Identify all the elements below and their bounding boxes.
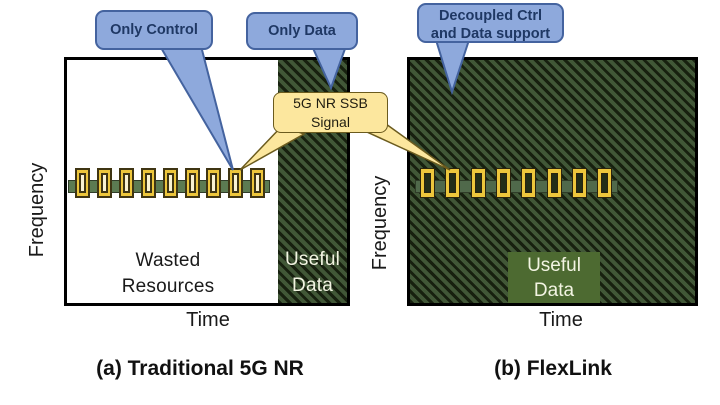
ssb-block (141, 168, 156, 198)
ssb-block (206, 168, 221, 198)
ssb-block (445, 168, 460, 198)
ssb-block (119, 168, 134, 198)
ssb-block-inner (145, 173, 152, 193)
ssb-block-inner (210, 173, 217, 193)
x-axis-label-right: Time (539, 309, 583, 331)
wasted-line1: Wasted (135, 250, 201, 271)
ssb-block (496, 168, 511, 198)
ssb-block (521, 168, 536, 198)
ssb-block-inner (167, 173, 174, 193)
ssb-block (97, 168, 112, 198)
useful-data-line2: Data (533, 280, 575, 301)
ssb-block-inner (601, 173, 608, 193)
ssb-block-inner (551, 173, 558, 193)
callout-decoupled: Decoupled Ctrl and Data support (417, 3, 564, 43)
ssb-block-inner (424, 173, 431, 193)
ssb-block (228, 168, 243, 198)
ssb-block-inner (189, 173, 196, 193)
ssb-note-line2: Signal (311, 114, 350, 130)
useful-data-box-right: Useful Data (508, 252, 600, 303)
decoupled-line2: and Data support (430, 26, 551, 42)
ssb-block (163, 168, 178, 198)
ssb-block (471, 168, 486, 198)
ssb-block-inner (79, 173, 86, 193)
ssb-block (420, 168, 435, 198)
callout-only-data: Only Data (246, 12, 358, 50)
y-axis-label-right: Frequency (369, 175, 391, 271)
useful-data-line1: Useful (527, 255, 581, 276)
ssb-block-inner (475, 173, 482, 193)
panel-flexlink-grid: Useful Data (407, 57, 698, 306)
callout-ssb-signal: 5G NR SSB Signal (273, 92, 388, 133)
wasted-resources-label: Wasted Resources (75, 248, 261, 300)
useful-data-line2: Data (292, 275, 333, 296)
wasted-line2: Resources (121, 276, 215, 297)
caption-traditional-5g: (a) Traditional 5G NR (96, 357, 304, 380)
ssb-row-left (67, 168, 347, 198)
ssb-block (547, 168, 562, 198)
ssb-note-line1: 5G NR SSB (293, 95, 368, 111)
ssb-block (572, 168, 587, 198)
useful-data-label-left: Useful Data (278, 247, 347, 299)
ssb-block (75, 168, 90, 198)
ssb-block-inner (525, 173, 532, 193)
ssb-block (597, 168, 612, 198)
caption-flexlink: (b) FlexLink (494, 357, 612, 380)
ssb-connector-bar-right (415, 180, 618, 193)
ssb-block-inner (576, 173, 583, 193)
useful-data-line1: Useful (284, 249, 341, 270)
ssb-block-inner (101, 173, 108, 193)
x-axis-label-left: Time (186, 309, 230, 331)
ssb-block (185, 168, 200, 198)
y-axis-label-left: Frequency (26, 162, 48, 258)
ssb-row-right (410, 168, 695, 198)
ssb-block-inner (500, 173, 507, 193)
ssb-block-inner (123, 173, 130, 193)
ssb-block (250, 168, 265, 198)
ssb-block-inner (254, 173, 261, 193)
ssb-block-inner (449, 173, 456, 193)
ssb-block-inner (232, 173, 239, 193)
decoupled-line1: Decoupled Ctrl (438, 8, 543, 24)
callout-only-control: Only Control (95, 10, 213, 50)
